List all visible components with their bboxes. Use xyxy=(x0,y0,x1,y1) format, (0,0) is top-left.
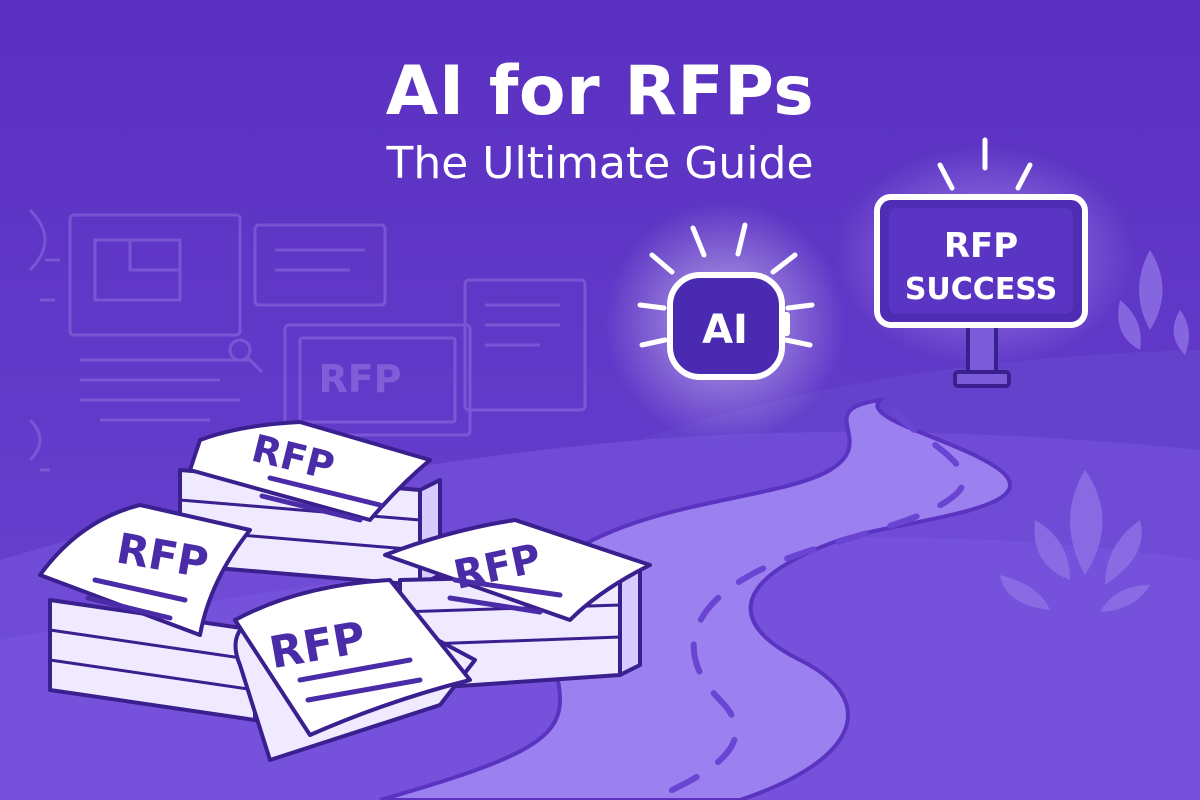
page-title: AI for RFPs xyxy=(385,52,815,131)
leaf-plant-icon xyxy=(1000,250,1189,612)
background-document-sketches xyxy=(28,208,587,472)
page-subtitle: The Ultimate Guide xyxy=(386,138,814,189)
ai-badge-icon xyxy=(605,202,845,442)
road-path xyxy=(379,397,1012,800)
ai-badge-label: AI xyxy=(702,307,748,353)
signpost-line2: SUCCESS xyxy=(905,272,1057,307)
background-rfp-label: RFP xyxy=(318,357,401,401)
signpost-line1: RFP xyxy=(944,226,1018,266)
road-center-dashes xyxy=(647,407,967,800)
rfp-document-stack xyxy=(38,420,652,762)
signpost-icon xyxy=(835,137,1135,388)
